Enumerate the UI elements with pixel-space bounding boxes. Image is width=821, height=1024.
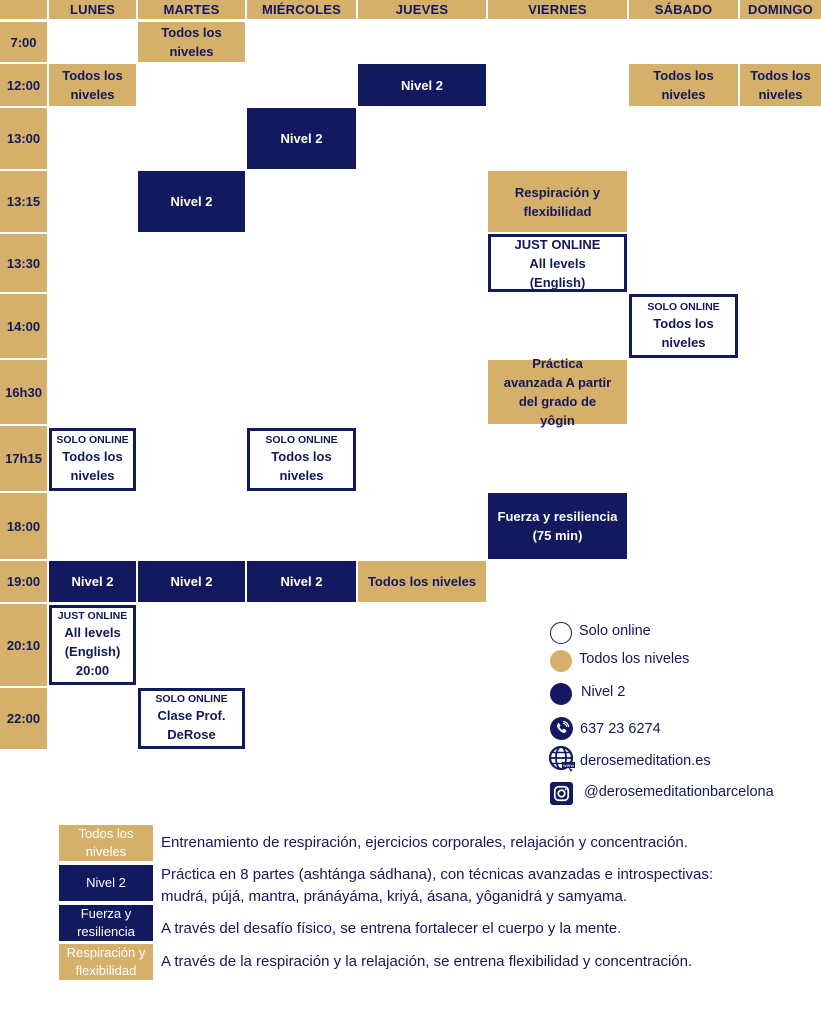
desc-text-fuerza: A través del desafío físico, se entrena … — [161, 920, 622, 937]
class-miercoles-1300[interactable]: Nivel 2 — [247, 108, 356, 169]
time-label: 19:00 — [0, 561, 47, 602]
svg-text:www: www — [563, 764, 574, 769]
class-label: Todos los niveles — [62, 449, 123, 483]
class-label: Todos los niveles — [653, 315, 714, 350]
header-corner — [0, 0, 47, 19]
contact-web[interactable]: derosemeditation.es — [580, 753, 711, 769]
class-label: Clase Prof. DeRose — [157, 708, 226, 742]
day-header-domingo: DOMINGO — [740, 0, 821, 19]
legend-dot-navy — [550, 683, 572, 705]
day-header-sabado: SÁBADO — [629, 0, 738, 19]
phone-icon — [550, 717, 573, 740]
desc-text-nivel2: Práctica en 8 partes (ashtánga sádhana),… — [161, 866, 713, 905]
class-lunes-1900[interactable]: Nivel 2 — [49, 561, 136, 602]
class-martes-1900[interactable]: Nivel 2 — [138, 561, 245, 602]
legend-todos: Todos los niveles — [579, 651, 690, 667]
class-viernes-1330[interactable]: JUST ONLINE All levels (English) — [488, 234, 627, 292]
globe-icon: www — [548, 745, 576, 773]
day-header-lunes: LUNES — [49, 0, 136, 19]
day-header-viernes: VIERNES — [488, 0, 627, 19]
class-martes-0700[interactable]: Todos los niveles — [138, 22, 245, 62]
online-tag: JUST ONLINE — [57, 610, 128, 622]
class-lunes-1200[interactable]: Todos los niveles — [49, 64, 136, 106]
desc-label-todos: Todos los niveles — [59, 825, 153, 861]
time-label: 7:00 — [0, 22, 47, 62]
time-label: 17h15 — [0, 426, 47, 491]
time-label: 14:00 — [0, 294, 47, 358]
desc-text-todos: Entrenamiento de respiración, ejercicios… — [161, 834, 688, 851]
desc-label-fuerza: Fuerza y resiliencia — [59, 905, 153, 941]
online-tag: SOLO ONLINE — [265, 434, 338, 446]
class-viernes-1315[interactable]: Respiración y flexibilidad — [488, 171, 627, 232]
day-header-miercoles: MIÉRCOLES — [247, 0, 356, 19]
class-label: All levels (English) 20:00 — [64, 625, 121, 678]
day-header-jueves: JUEVES — [358, 0, 486, 19]
class-martes-1315[interactable]: Nivel 2 — [138, 171, 245, 232]
contact-phone[interactable]: 637 23 6274 — [580, 721, 661, 737]
desc-label-nivel2: Nivel 2 — [59, 865, 153, 901]
time-label: 13:00 — [0, 108, 47, 169]
online-tag: SOLO ONLINE — [647, 300, 720, 313]
contact-instagram[interactable]: @derosemeditationbarcelona — [584, 784, 774, 800]
desc-text-respiracion: A través de la respiración y la relajaci… — [161, 953, 693, 970]
class-sabado-1400[interactable]: SOLO ONLINE Todos los niveles — [629, 294, 738, 358]
time-label: 20:10 — [0, 604, 47, 686]
class-jueves-1900[interactable]: Todos los niveles — [358, 561, 486, 602]
day-header-martes: MARTES — [138, 0, 245, 19]
time-label: 13:30 — [0, 234, 47, 292]
class-label: Todos los niveles — [271, 449, 332, 483]
online-tag: SOLO ONLINE — [155, 693, 228, 705]
class-sabado-1200[interactable]: Todos los niveles — [629, 64, 738, 106]
time-label: 22:00 — [0, 688, 47, 749]
class-lunes-2010[interactable]: JUST ONLINE All levels (English) 20:00 — [49, 605, 136, 685]
class-miercoles-1715[interactable]: SOLO ONLINE Todos los niveles — [247, 428, 356, 491]
time-label: 18:00 — [0, 493, 47, 559]
legend-solo-online: Solo online — [579, 623, 651, 639]
class-jueves-1200[interactable]: Nivel 2 — [358, 64, 486, 106]
instagram-icon — [550, 782, 573, 805]
time-label: 12:00 — [0, 64, 47, 106]
legend-dot-white — [550, 622, 572, 644]
class-viernes-1630[interactable]: Práctica avanzada A partir del grado de … — [488, 356, 627, 428]
legend-nivel2: Nivel 2 — [581, 684, 626, 700]
class-miercoles-1900[interactable]: Nivel 2 — [247, 561, 356, 602]
online-tag: SOLO ONLINE — [56, 434, 129, 446]
class-domingo-1200[interactable]: Todos los niveles — [740, 64, 821, 106]
legend-dot-gold — [550, 650, 572, 672]
time-label: 13:15 — [0, 171, 47, 232]
desc-label-respiracion: Respiración y flexibilidad — [59, 944, 153, 980]
class-martes-2200[interactable]: SOLO ONLINE Clase Prof. DeRose — [138, 688, 245, 749]
time-label: 16h30 — [0, 360, 47, 424]
class-viernes-1800[interactable]: Fuerza y resiliencia (75 min) — [488, 493, 627, 559]
class-lunes-1715[interactable]: SOLO ONLINE Todos los niveles — [49, 428, 136, 491]
